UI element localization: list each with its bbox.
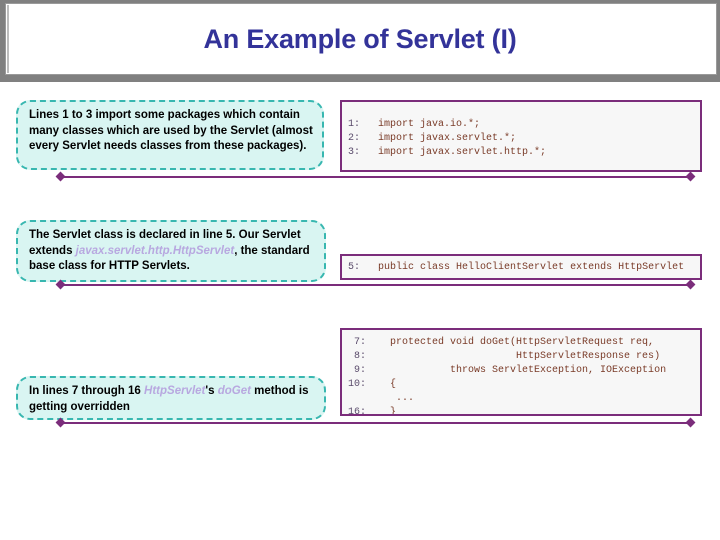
code-panel-doget: 7: protected void doGet(HttpServletReque… — [340, 328, 702, 416]
callout-3-text-middle: 's — [205, 385, 218, 397]
code-line-number: 5: — [348, 262, 361, 273]
code-line-text: import javax.servlet.*; — [378, 133, 517, 144]
callout-lines-1-3: Lines 1 to 3 import some packages which … — [16, 100, 324, 170]
connector-1-start-diamond — [55, 171, 66, 182]
callout-doget-override: In lines 7 through 16 HttpServlet's doGe… — [16, 376, 326, 420]
code-line: 5: public class HelloClientServlet exten… — [348, 261, 700, 275]
callout-3-text-before: In lines 7 through 16 — [29, 385, 145, 397]
connector-2-end-diamond — [685, 279, 696, 290]
connector-line-2 — [60, 284, 690, 286]
callout-3-text-after: method is getting overridden — [29, 385, 309, 413]
code-line-text: throws ServletException, IOException — [366, 365, 667, 376]
right-gutter-band — [704, 82, 720, 540]
callout-3-highlight-2: doGet — [217, 385, 251, 397]
page-title: An Example of Servlet (I) — [203, 24, 517, 54]
code-line-number: 2: — [348, 133, 361, 144]
code-line: 1: import java.io.*; — [348, 118, 700, 132]
code-line-number: 10: — [348, 379, 367, 390]
code-line-number: 8: — [348, 351, 367, 362]
code-line-number: 16: — [348, 407, 367, 416]
code-panel-imports: 1: import java.io.*;2: import javax.serv… — [340, 100, 702, 172]
code-line: 9: throws ServletException, IOException — [348, 364, 700, 378]
code-line-text: import javax.servlet.http.*; — [378, 147, 547, 158]
title-left-accent-bar — [7, 5, 9, 73]
code-line-text: ... — [348, 393, 415, 404]
code-line-text: public class HelloClientServlet extends … — [378, 262, 685, 273]
code-line: 8: HttpServletResponse res) — [348, 350, 700, 364]
code-line: 16: } — [348, 406, 700, 416]
code-line-text: import java.io.*; — [378, 119, 481, 130]
code-line-number: 7: — [348, 337, 367, 348]
code-line: 10: { — [348, 378, 700, 392]
connector-line-3 — [60, 422, 690, 424]
code-panel-class-decl: 5: public class HelloClientServlet exten… — [340, 254, 702, 280]
callout-2-text-before: The Servlet class is declared in line 5.… — [29, 229, 301, 257]
callout-servlet-class: The Servlet class is declared in line 5.… — [16, 220, 326, 282]
code-line: 3: import javax.servlet.http.*; — [348, 146, 700, 160]
title-frame: An Example of Servlet (I) — [0, 0, 720, 82]
code-line-text: } — [366, 407, 397, 416]
code-line-text: { — [366, 379, 397, 390]
code-line-text: HttpServletResponse res) — [366, 351, 661, 362]
connector-1-end-diamond — [685, 171, 696, 182]
callout-3-highlight: HttpServlet — [144, 385, 206, 397]
title-frame-inner — [5, 3, 717, 75]
code-line: ... — [348, 392, 700, 406]
code-line-number: 9: — [348, 365, 367, 376]
code-line: 2: import javax.servlet.*; — [348, 132, 700, 146]
code-line: 7: protected void doGet(HttpServletReque… — [348, 336, 700, 350]
code-line-number: 1: — [348, 119, 361, 130]
connector-3-end-diamond — [685, 417, 696, 428]
callout-2-highlight: javax.servlet.http.HttpServlet — [75, 244, 235, 257]
callout-2-text-after: , the standard base class for HTTP Servl… — [29, 244, 310, 273]
code-line-number: 3: — [348, 147, 361, 158]
callout-1-text: Lines 1 to 3 import some packages which … — [29, 109, 313, 152]
code-line-text: protected void doGet(HttpServletRequest … — [366, 337, 655, 348]
connector-line-1 — [60, 176, 690, 178]
